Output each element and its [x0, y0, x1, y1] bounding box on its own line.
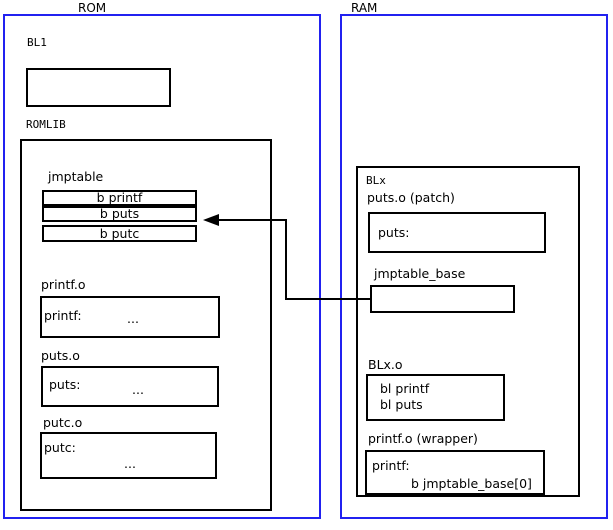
jmptable-entry-0: b printf: [42, 190, 197, 206]
printf-wrapper-box: printf: b jmptable_base[0]: [365, 450, 545, 495]
puts-patch-box: puts:: [368, 212, 546, 253]
putc-o-label: putc.o: [43, 415, 83, 430]
puts-patch-label: puts.o (patch): [367, 190, 455, 205]
blx-o-label: BLx.o: [368, 357, 403, 372]
putc-o-box: putc: ...: [40, 432, 217, 479]
puts-o-label: puts.o: [41, 348, 80, 363]
blx-o-box: bl printf bl puts: [366, 374, 505, 421]
printf-wrapper-label: printf.o (wrapper): [368, 431, 478, 446]
printf-o-label: printf.o: [41, 277, 86, 292]
puts-o-symbol: puts:: [49, 377, 81, 392]
printf-wrapper-symbol: printf:: [372, 458, 410, 473]
jmptable-entry-2-text: b putc: [99, 225, 140, 241]
jmptable-entry-1: b puts: [42, 206, 197, 222]
jmptable-entry-0-text: b printf: [96, 190, 143, 205]
putc-o-body: ...: [124, 456, 136, 471]
blx-label: BLx: [366, 174, 386, 187]
printf-o-symbol: printf:: [44, 308, 82, 323]
ram-region-label: RAM: [351, 1, 378, 15]
putc-o-symbol: putc:: [44, 440, 76, 455]
rom-region-label: ROM: [78, 1, 107, 15]
bl1-box: [26, 68, 171, 107]
puts-o-box: puts: ...: [41, 366, 219, 407]
jmptable-entry-2: b putc: [42, 225, 197, 242]
bl1-label: BL1: [27, 36, 47, 49]
jmptable-entry-1-text: b puts: [99, 206, 140, 221]
jmptable-label: jmptable: [48, 169, 104, 184]
jmptable-base-box: [370, 285, 515, 313]
puts-patch-symbol: puts:: [378, 225, 410, 240]
printf-wrapper-branch: b jmptable_base[0]: [411, 476, 532, 491]
puts-o-body: ...: [132, 382, 144, 397]
romlib-label: ROMLIB: [26, 118, 66, 131]
printf-o-box: printf: ...: [40, 296, 220, 338]
blx-o-line-1: bl puts: [380, 397, 423, 412]
jmptable-base-label: jmptable_base: [374, 266, 466, 281]
romlib-frame: [20, 139, 272, 511]
printf-o-body: ...: [127, 311, 139, 326]
blx-frame: [356, 166, 580, 497]
blx-o-line-0: bl printf: [380, 381, 430, 396]
